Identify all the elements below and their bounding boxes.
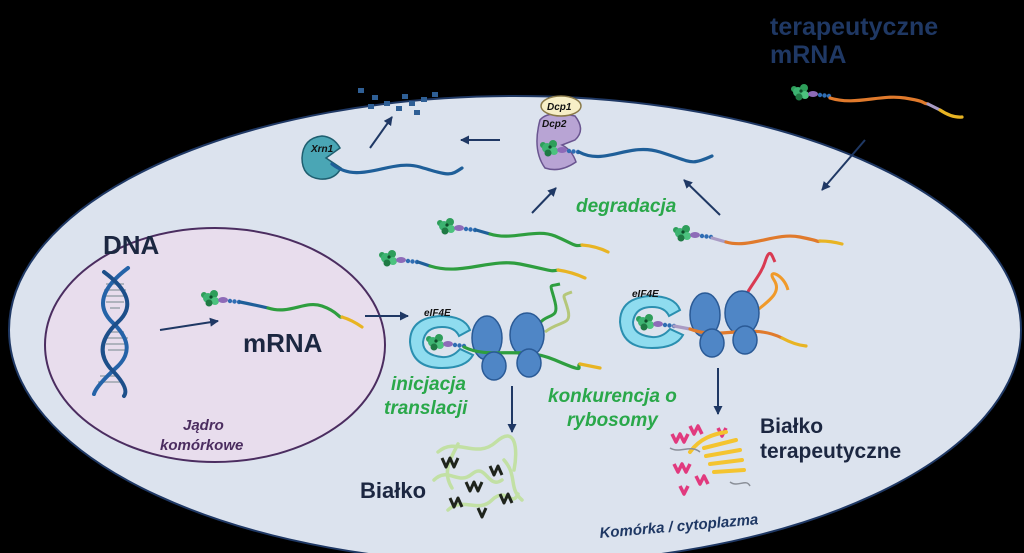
competition-label-line2: rybosomy [567,410,659,431]
initiation-label-line1: inicjacja [391,374,466,395]
eif4e-left-label: eIF4E [424,308,451,319]
therapeutic-mrna-cytoplasm [673,225,844,246]
arrow-dna-to-mrna [159,317,219,331]
arrow-degradation-right [683,179,721,216]
therapeutic-mrna-title-line1: terapeutyczne [770,13,938,41]
therapeutic-mrna-title-line2: mRNA [770,41,846,69]
protein-structure-icon [432,434,524,519]
cytoplasmic-mrna-1 [437,218,610,254]
therapeutic-protein-label-line2: terapeutyczne [760,440,901,463]
xrn1-mrna [330,162,464,176]
xrn1-enzyme-icon [301,135,342,180]
competition-label-line1: konkurencja o [548,386,677,407]
cytoplasmic-mrna-2 [379,250,587,280]
therapeutic-protein-structure-icon [669,424,751,496]
cell-nucleus [44,227,386,463]
eif4e-right-label: eIF4E [632,289,659,300]
dna-label: DNA [103,230,160,260]
dcp2-label: Dcp2 [542,119,567,130]
initiation-label-line2: translacji [384,398,468,419]
nucleus-label-line1: Jądro [183,417,224,434]
therapeutic-protein-label-line1: Białko [760,415,823,438]
translation-complex-therapeutic [619,251,808,358]
degraded-nucleotides [358,88,438,115]
nucleus-label-line2: komórkowe [160,437,243,454]
translation-complex-endogenous [409,282,602,381]
therapeutic-mrna-incoming [791,84,964,119]
protein-label: Białko [360,478,426,503]
arrow-therapeutic-entry [821,139,866,191]
nuclear-mrna [201,290,364,329]
mrna-label: mRNA [243,328,323,358]
xrn1-label: Xrn1 [310,144,334,155]
dna-helix-icon [92,266,130,398]
arrow-xrn1-to-nucleotides [369,116,393,149]
decapping-mrna [577,147,714,164]
dcp1-label: Dcp1 [547,102,572,113]
dcp1-enzyme-icon [540,95,582,117]
degradation-label: degradacja [576,196,677,217]
arrow-degradation-left [531,187,557,214]
